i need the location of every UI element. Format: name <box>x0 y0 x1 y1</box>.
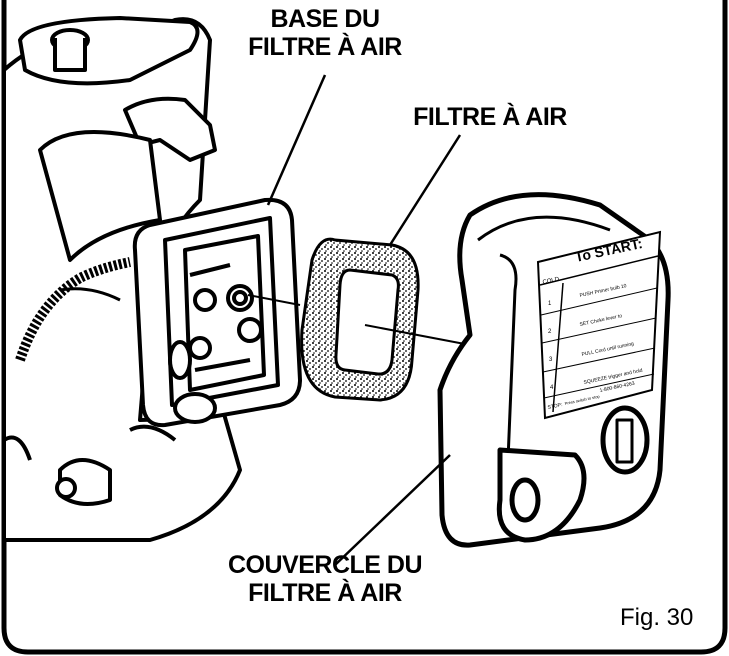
label-filter: FILTRE À AIR <box>413 103 567 131</box>
air-filter-base <box>132 197 302 428</box>
decal-stop-label: STOP: <box>547 402 563 411</box>
decal-step-1: 1 <box>548 301 552 307</box>
label-cover-line1: COUVERCLE DU <box>227 551 423 579</box>
spring-wire <box>15 257 131 362</box>
label-base-line1: BASE DU <box>270 5 380 33</box>
leader-lines <box>266 74 462 566</box>
label-cover-line2: FILTRE À AIR <box>248 579 402 607</box>
figure-number: Fig. 30 <box>620 604 694 631</box>
label-base-line2: FILTRE À AIR <box>248 33 402 61</box>
alignment-lines <box>247 294 471 346</box>
decal-step-3: 3 <box>549 357 553 363</box>
decal-step-4: 4 <box>550 385 554 391</box>
decal-step-2: 2 <box>548 329 552 335</box>
air-filter-foam <box>300 237 420 402</box>
wire <box>59 287 121 302</box>
start-decal: To START: COLD 1 2 3 4 PUSH Primer bulb … <box>536 230 662 420</box>
decal-col-header: COLD <box>542 276 560 285</box>
engine-body <box>2 16 242 542</box>
